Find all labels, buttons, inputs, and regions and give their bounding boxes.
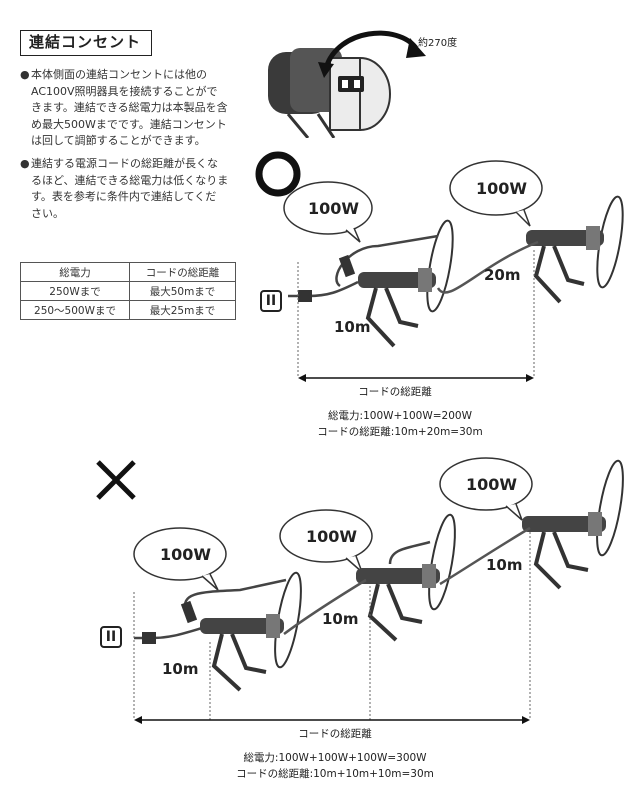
- table-cell: 最大50mまで: [129, 281, 236, 301]
- table-cell: 250Wまで: [20, 281, 130, 301]
- lamp-body-closeup: [268, 48, 391, 138]
- plug-icon: [142, 632, 156, 644]
- cord-length-label: 20m: [484, 266, 521, 284]
- bullet-item: ● 本体側面の連結コンセントには他の AC100V照明器具を接続することがで き…: [20, 68, 228, 147]
- plug-icon: II: [100, 626, 122, 648]
- cord-line: [439, 526, 531, 586]
- ng-example-diagram: 100W 100W 100W 10m 10m 10m: [96, 457, 624, 724]
- table-header-cell: コードの総距離: [129, 262, 236, 282]
- table-cell: 250〜500Wまで: [20, 300, 130, 320]
- section-title: 連結コンセント: [20, 30, 152, 56]
- table-cell: 最大25mまで: [129, 300, 236, 320]
- bullet-item: ● 連結する電源コードの総距離が長くな るほど、連結できる総電力は低くなりま す…: [20, 157, 229, 220]
- cord-length-label: 10m: [334, 318, 371, 336]
- wattage-label: 100W: [306, 527, 357, 546]
- clip-lamp-illustration: [335, 219, 454, 348]
- speech-bubble: 100W: [133, 527, 227, 591]
- total-distance-text: コードの総距離:10m+10m+10m=30m: [236, 768, 434, 780]
- wattage-label: 100W: [466, 475, 517, 494]
- cord-length-label: 10m: [322, 610, 359, 628]
- total-distance-text: コードの総距離:10m+20m=30m: [317, 426, 483, 438]
- speech-bubble: 100W: [449, 160, 543, 227]
- table-row: 250〜500Wまで 最大25mまで: [20, 300, 236, 320]
- spec-table: 総電力 コードの総距離 250Wまで 最大50mまで 250〜500Wまで 最大…: [20, 262, 236, 320]
- cross-icon: [96, 460, 136, 500]
- plug-icon: II: [260, 290, 282, 312]
- arrowhead-icon: [522, 716, 530, 724]
- rotation-arrow-icon: [323, 30, 418, 69]
- table-header-cell: 総電力: [20, 262, 130, 282]
- wattage-label: 100W: [160, 545, 211, 564]
- total-power-text: 総電力:100W+100W+100W=300W: [243, 752, 427, 764]
- arrowhead-icon: [318, 62, 334, 78]
- cord-length-label: 10m: [486, 556, 523, 574]
- distance-arrow-label: コードの総距離: [358, 386, 432, 398]
- speech-bubble: 100W: [283, 181, 373, 243]
- total-power-text: 総電力:100W+100W=200W: [328, 410, 472, 422]
- clip-lamp-illustration: [526, 195, 624, 304]
- clip-lamp-illustration: [356, 513, 456, 642]
- wattage-label: 100W: [308, 199, 359, 218]
- distance-arrow-label: コードの総距離: [298, 728, 372, 740]
- arrowhead-icon: [298, 374, 306, 382]
- cord-line: [283, 578, 367, 636]
- rotation-label: 約270度: [418, 36, 457, 49]
- circle-icon: [255, 151, 301, 197]
- rotation-illustration: 約270度: [268, 30, 457, 138]
- cord-length-label: 10m: [162, 660, 199, 678]
- clip-lamp-illustration: [180, 571, 302, 692]
- arrowhead-icon: [406, 38, 426, 58]
- clip-lamp-illustration: [522, 459, 624, 590]
- speech-bubble: 100W: [279, 509, 373, 573]
- table-row: 250Wまで 最大50mまで: [20, 281, 236, 301]
- table-header-row: 総電力 コードの総距離: [20, 262, 236, 282]
- plug-icon: [298, 290, 312, 302]
- ok-example-diagram: 100W 100W 10m 20m: [255, 151, 624, 382]
- arrowhead-icon: [134, 716, 142, 724]
- cord-line: [436, 240, 539, 294]
- arrowhead-icon: [526, 374, 534, 382]
- wattage-label: 100W: [476, 179, 527, 198]
- speech-bubble: 100W: [439, 457, 533, 521]
